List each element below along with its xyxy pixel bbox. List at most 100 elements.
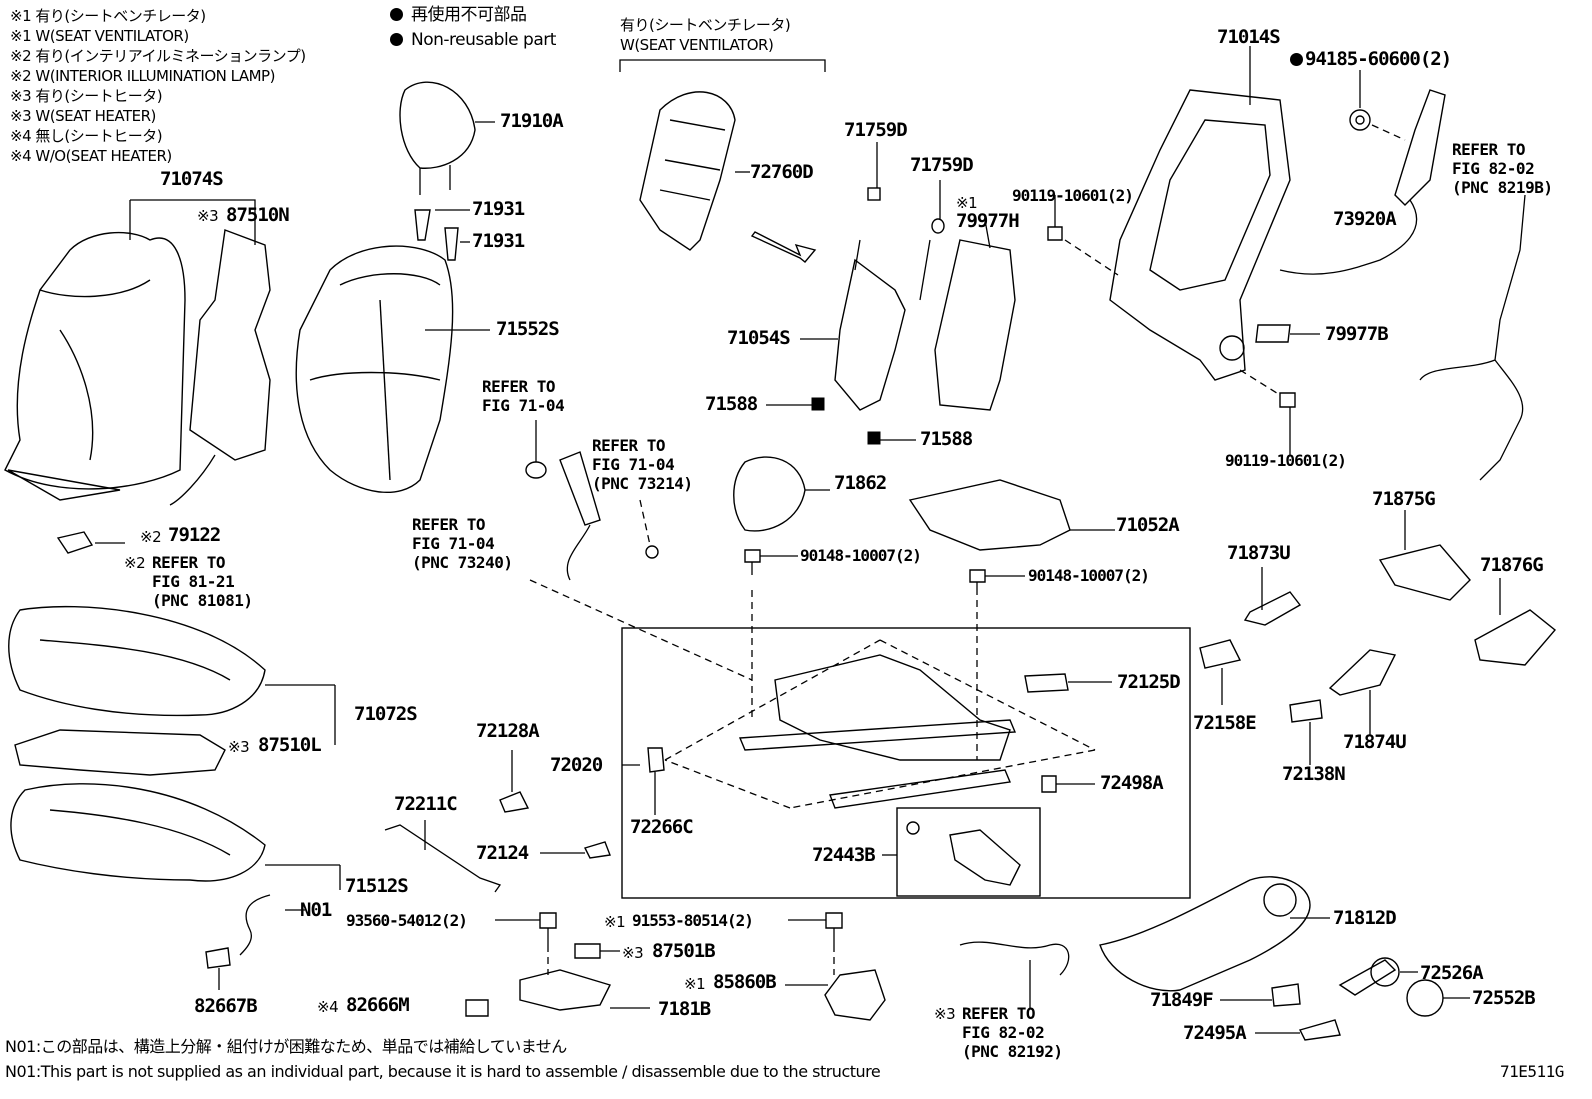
part-94185[interactable]: 94185-60600(2) [1290,50,1452,69]
part-7181B[interactable]: 7181B [658,998,711,1020]
part-72266C[interactable]: 72266C [630,816,694,838]
part-93560[interactable]: 93560-54012(2) [346,911,468,930]
part-72760D[interactable]: 72760D [750,161,814,183]
part-71759D-a[interactable]: 71759D [844,119,908,141]
note-3-jp: ※3 有り(シートヒータ) [10,87,163,105]
part-87510N[interactable]: 87510N [226,204,290,226]
mark-refer-81-21: ※2 [124,554,146,572]
part-N01[interactable]: N01 [300,899,332,921]
part-90119-b[interactable]: 90119-10601(2) [1225,451,1347,470]
part-71512S[interactable]: 71512S [345,875,409,897]
part-71812D[interactable]: 71812D [1333,907,1397,929]
part-71759D-b[interactable]: 71759D [910,154,974,176]
part-71052A[interactable]: 71052A [1116,514,1180,536]
connector-82667B-drawing [205,947,231,969]
n01-harness-drawing [239,894,271,956]
part-82667B[interactable]: 82667B [194,995,258,1017]
note-2-jp: ※2 有り(インテリアイルミネーションランプ) [10,47,306,65]
part-71931-a[interactable]: 71931 [472,198,525,220]
nonreusable-dot-icon [390,8,403,21]
seat-adjuster-drawing [647,639,1096,815]
part-71876G[interactable]: 71876G [1480,554,1544,576]
part-82666M[interactable]: 82666M [346,994,410,1016]
mark-85860B: ※1 [684,975,706,993]
part-90119-a[interactable]: 90119-10601(2) [1012,186,1134,205]
note-4-jp: ※4 無し(シートヒータ) [10,127,163,145]
inset-box-72443B [896,807,1041,897]
part-71072S[interactable]: 71072S [354,703,418,725]
mark-79122: ※2 [140,528,162,546]
part-87510L[interactable]: 87510L [258,734,322,756]
lumbar-bracket-drawing [800,142,945,411]
seatback-frame-drawing [1109,46,1291,381]
bolt-93560-drawing [495,912,557,975]
part-72443B[interactable]: 72443B [812,844,876,866]
legend-nonreusable-en: Non-reusable part [390,31,556,49]
bracket-7181B-drawing [519,969,611,1011]
connector-87501B-drawing [574,943,601,959]
part-72498A[interactable]: 72498A [1100,772,1164,794]
part-71014S[interactable]: 71014S [1217,26,1281,48]
part-72526A[interactable]: 72526A [1420,962,1484,984]
illumination-lamp-drawing [56,531,125,554]
part-72495A[interactable]: 72495A [1183,1022,1247,1044]
part-72211C[interactable]: 72211C [394,793,458,815]
part-90148-a[interactable]: 90148-10007(2) [800,546,922,565]
part-71931-b[interactable]: 71931 [472,230,525,252]
part-71054S[interactable]: 71054S [727,327,791,349]
part-71588-a[interactable]: 71588 [705,393,758,415]
part-79122[interactable]: 79122 [168,524,221,546]
heater-lower-drawing [14,729,226,776]
harness-82192-drawing [959,941,1070,976]
part-72138N[interactable]: 72138N [1282,763,1346,785]
part-72128A[interactable]: 72128A [476,720,540,742]
figure-id: 71E511G [1500,1062,1564,1081]
bracket-72128A-drawing [499,791,530,813]
part-71874U[interactable]: 71874U [1343,731,1407,753]
headrest-drawing [399,81,495,195]
mark-87510L: ※3 [228,738,250,756]
right-small-parts-drawing [1199,510,1557,765]
note-1-en: ※1 W(SEAT VENTILATOR) [10,27,189,45]
part-71552S[interactable]: 71552S [496,318,560,340]
part-71074S[interactable]: 71074S [160,168,224,190]
seat-belt-buckle-drawing [525,420,659,581]
note-4-en: ※4 W/O(SEAT HEATER) [10,147,172,165]
mark-refer-82-02: ※3 [934,1005,956,1023]
part-71910A[interactable]: 71910A [500,110,564,132]
track-assy-drawing [908,479,1115,551]
nut-drawing [1349,70,1406,141]
side-airbag-drawing [1279,89,1446,275]
part-71862[interactable]: 71862 [834,472,887,494]
part-85860B[interactable]: 85860B [713,971,777,993]
part-72125D[interactable]: 72125D [1117,671,1181,693]
part-71873U[interactable]: 71873U [1227,542,1291,564]
part-87501B[interactable]: 87501B [652,940,716,962]
part-72124[interactable]: 72124 [476,842,529,864]
part-91553[interactable]: 91553-80514(2) [632,911,754,930]
part-72020[interactable]: 72020 [550,754,603,776]
refer-harness-drawing [1419,194,1526,481]
direction-arrow [750,231,817,263]
bolts-upper-drawing [1047,195,1296,455]
part-72552B[interactable]: 72552B [1472,987,1536,1009]
part-71849F[interactable]: 71849F [1150,989,1214,1011]
seat-ventilator-drawing [619,59,826,251]
bolts-mid-drawing [744,549,1025,595]
part-79977B[interactable]: 79977B [1325,323,1389,345]
part-71875G[interactable]: 71875G [1372,488,1436,510]
part-72158E[interactable]: 72158E [1193,712,1257,734]
part-90148-b[interactable]: 90148-10007(2) [1028,566,1150,585]
part-71588-b[interactable]: 71588 [920,428,973,450]
part-73920A[interactable]: 73920A [1333,208,1397,230]
part-79977H[interactable]: 79977H [956,210,1020,232]
wire-72211C-drawing [384,824,502,893]
connector-82666M-drawing [465,999,489,1017]
